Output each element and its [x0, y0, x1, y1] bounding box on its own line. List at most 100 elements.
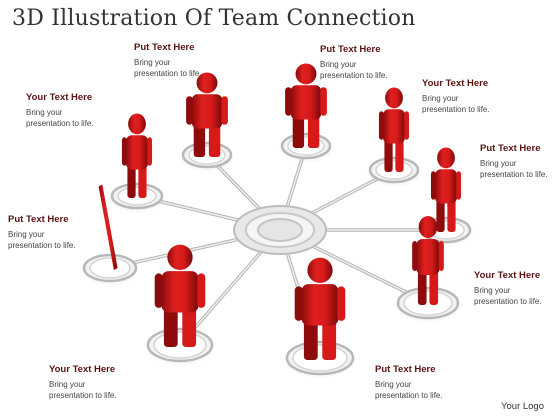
person-leg	[429, 271, 439, 305]
person-leg	[138, 165, 147, 198]
person-leg	[208, 124, 221, 157]
person-arm	[221, 96, 228, 125]
person-leg	[384, 139, 393, 172]
text-block-body: Bring your presentation to life.	[49, 380, 117, 400]
person-figure	[98, 184, 118, 270]
person-arm	[197, 273, 206, 308]
text-block-body: Bring your presentation to life.	[26, 108, 94, 128]
person-figure	[294, 257, 346, 360]
person-leg	[193, 124, 206, 157]
person-torso	[191, 94, 223, 129]
base-ring-inner	[117, 186, 157, 206]
person-leg	[292, 115, 305, 148]
center-hub	[233, 205, 327, 255]
person-arm	[337, 286, 346, 321]
text-block-7: Your Text Here Bring your presentation t…	[474, 270, 558, 307]
person-leg	[163, 307, 178, 347]
text-block-body: Bring your presentation to life.	[474, 286, 542, 306]
person-figure	[412, 216, 444, 305]
person-leg	[303, 320, 318, 360]
person-arm	[412, 241, 418, 271]
text-block-8: Your Text Here Bring your presentation t…	[49, 364, 179, 401]
person-arm	[438, 241, 444, 271]
team-member-node	[394, 216, 462, 323]
text-block-body: Bring your presentation to life.	[375, 380, 443, 400]
person-head	[295, 63, 317, 85]
person-arm	[456, 171, 462, 200]
person-figure	[285, 63, 327, 148]
person-arm	[285, 87, 292, 116]
person-torso	[383, 109, 405, 144]
person-arm	[404, 111, 410, 140]
person-figure	[154, 244, 206, 347]
person-torso	[161, 271, 199, 313]
text-block-body: Bring your presentation to life.	[320, 60, 388, 80]
base-ring-inner	[89, 257, 131, 279]
person-torso	[290, 85, 322, 120]
person-arm	[294, 286, 303, 321]
person-head	[128, 113, 146, 135]
person-figure	[121, 113, 153, 198]
person-leg	[436, 199, 445, 232]
person-torso	[301, 284, 339, 326]
team-member-node	[108, 113, 166, 213]
text-block-heading: Your Text Here	[422, 78, 489, 89]
text-block-5: Put Text Here Bring your presentation to…	[480, 143, 558, 180]
person-head	[307, 257, 333, 283]
person-arm	[320, 87, 327, 116]
base-ring-inner	[403, 290, 453, 316]
team-member-nodes	[80, 63, 474, 379]
person-arm	[154, 273, 163, 308]
base-ring-inner	[292, 344, 348, 372]
text-block-body: Bring your presentation to life.	[8, 230, 76, 250]
person-head	[437, 147, 455, 169]
person-leg	[447, 199, 456, 232]
person-arm	[147, 137, 153, 166]
text-block-9: Put Text Here Bring your presentation to…	[375, 364, 505, 401]
text-block-heading: Put Text Here	[480, 143, 541, 154]
person-torso	[435, 169, 457, 204]
page-title: 3D Illustration Of Team Connection	[12, 6, 416, 31]
text-block-4: Your Text Here Bring your presentation t…	[26, 92, 156, 129]
person-arm	[186, 96, 193, 125]
text-block-3: Your Text Here Bring your presentation t…	[422, 78, 552, 115]
team-member-node	[179, 72, 235, 172]
text-block-heading: Your Text Here	[474, 270, 541, 281]
text-block-body: Bring your presentation to life.	[480, 159, 548, 179]
person-leg	[127, 165, 136, 198]
person-leg	[395, 139, 404, 172]
person-arm	[121, 137, 127, 166]
text-block-body: Bring your presentation to life.	[422, 94, 490, 114]
text-block-heading: Put Text Here	[134, 42, 195, 53]
person-leg	[417, 271, 427, 305]
person-leg	[182, 307, 197, 347]
base-ring-inner	[375, 160, 413, 180]
text-block-6: Put Text Here Bring your presentation to…	[8, 214, 138, 251]
team-member-node	[144, 244, 216, 366]
person-figure	[378, 87, 410, 172]
text-block-1: Put Text Here Bring your presentation to…	[134, 42, 264, 79]
person-leg	[307, 115, 320, 148]
team-member-node	[283, 257, 357, 379]
person-head	[418, 216, 438, 238]
text-block-heading: Your Text Here	[26, 92, 93, 103]
person-head	[167, 244, 193, 270]
person-torso	[126, 135, 148, 170]
person-body	[98, 184, 118, 270]
person-torso	[416, 239, 440, 275]
team-member-node	[80, 184, 140, 286]
team-member-node	[278, 63, 334, 163]
person-figure	[430, 147, 462, 232]
text-block-heading: Your Text Here	[49, 364, 116, 375]
text-block-heading: Put Text Here	[375, 364, 436, 375]
team-member-node	[366, 87, 422, 187]
logo-placeholder: Your Logo	[501, 401, 544, 412]
person-head	[196, 72, 218, 94]
person-head	[385, 87, 403, 109]
text-block-2: Put Text Here Bring your presentation to…	[320, 44, 450, 81]
text-block-body: Bring your presentation to life.	[134, 58, 202, 78]
text-block-heading: Put Text Here	[320, 44, 381, 55]
person-arm	[430, 171, 436, 200]
base-ring-inner	[153, 331, 207, 359]
